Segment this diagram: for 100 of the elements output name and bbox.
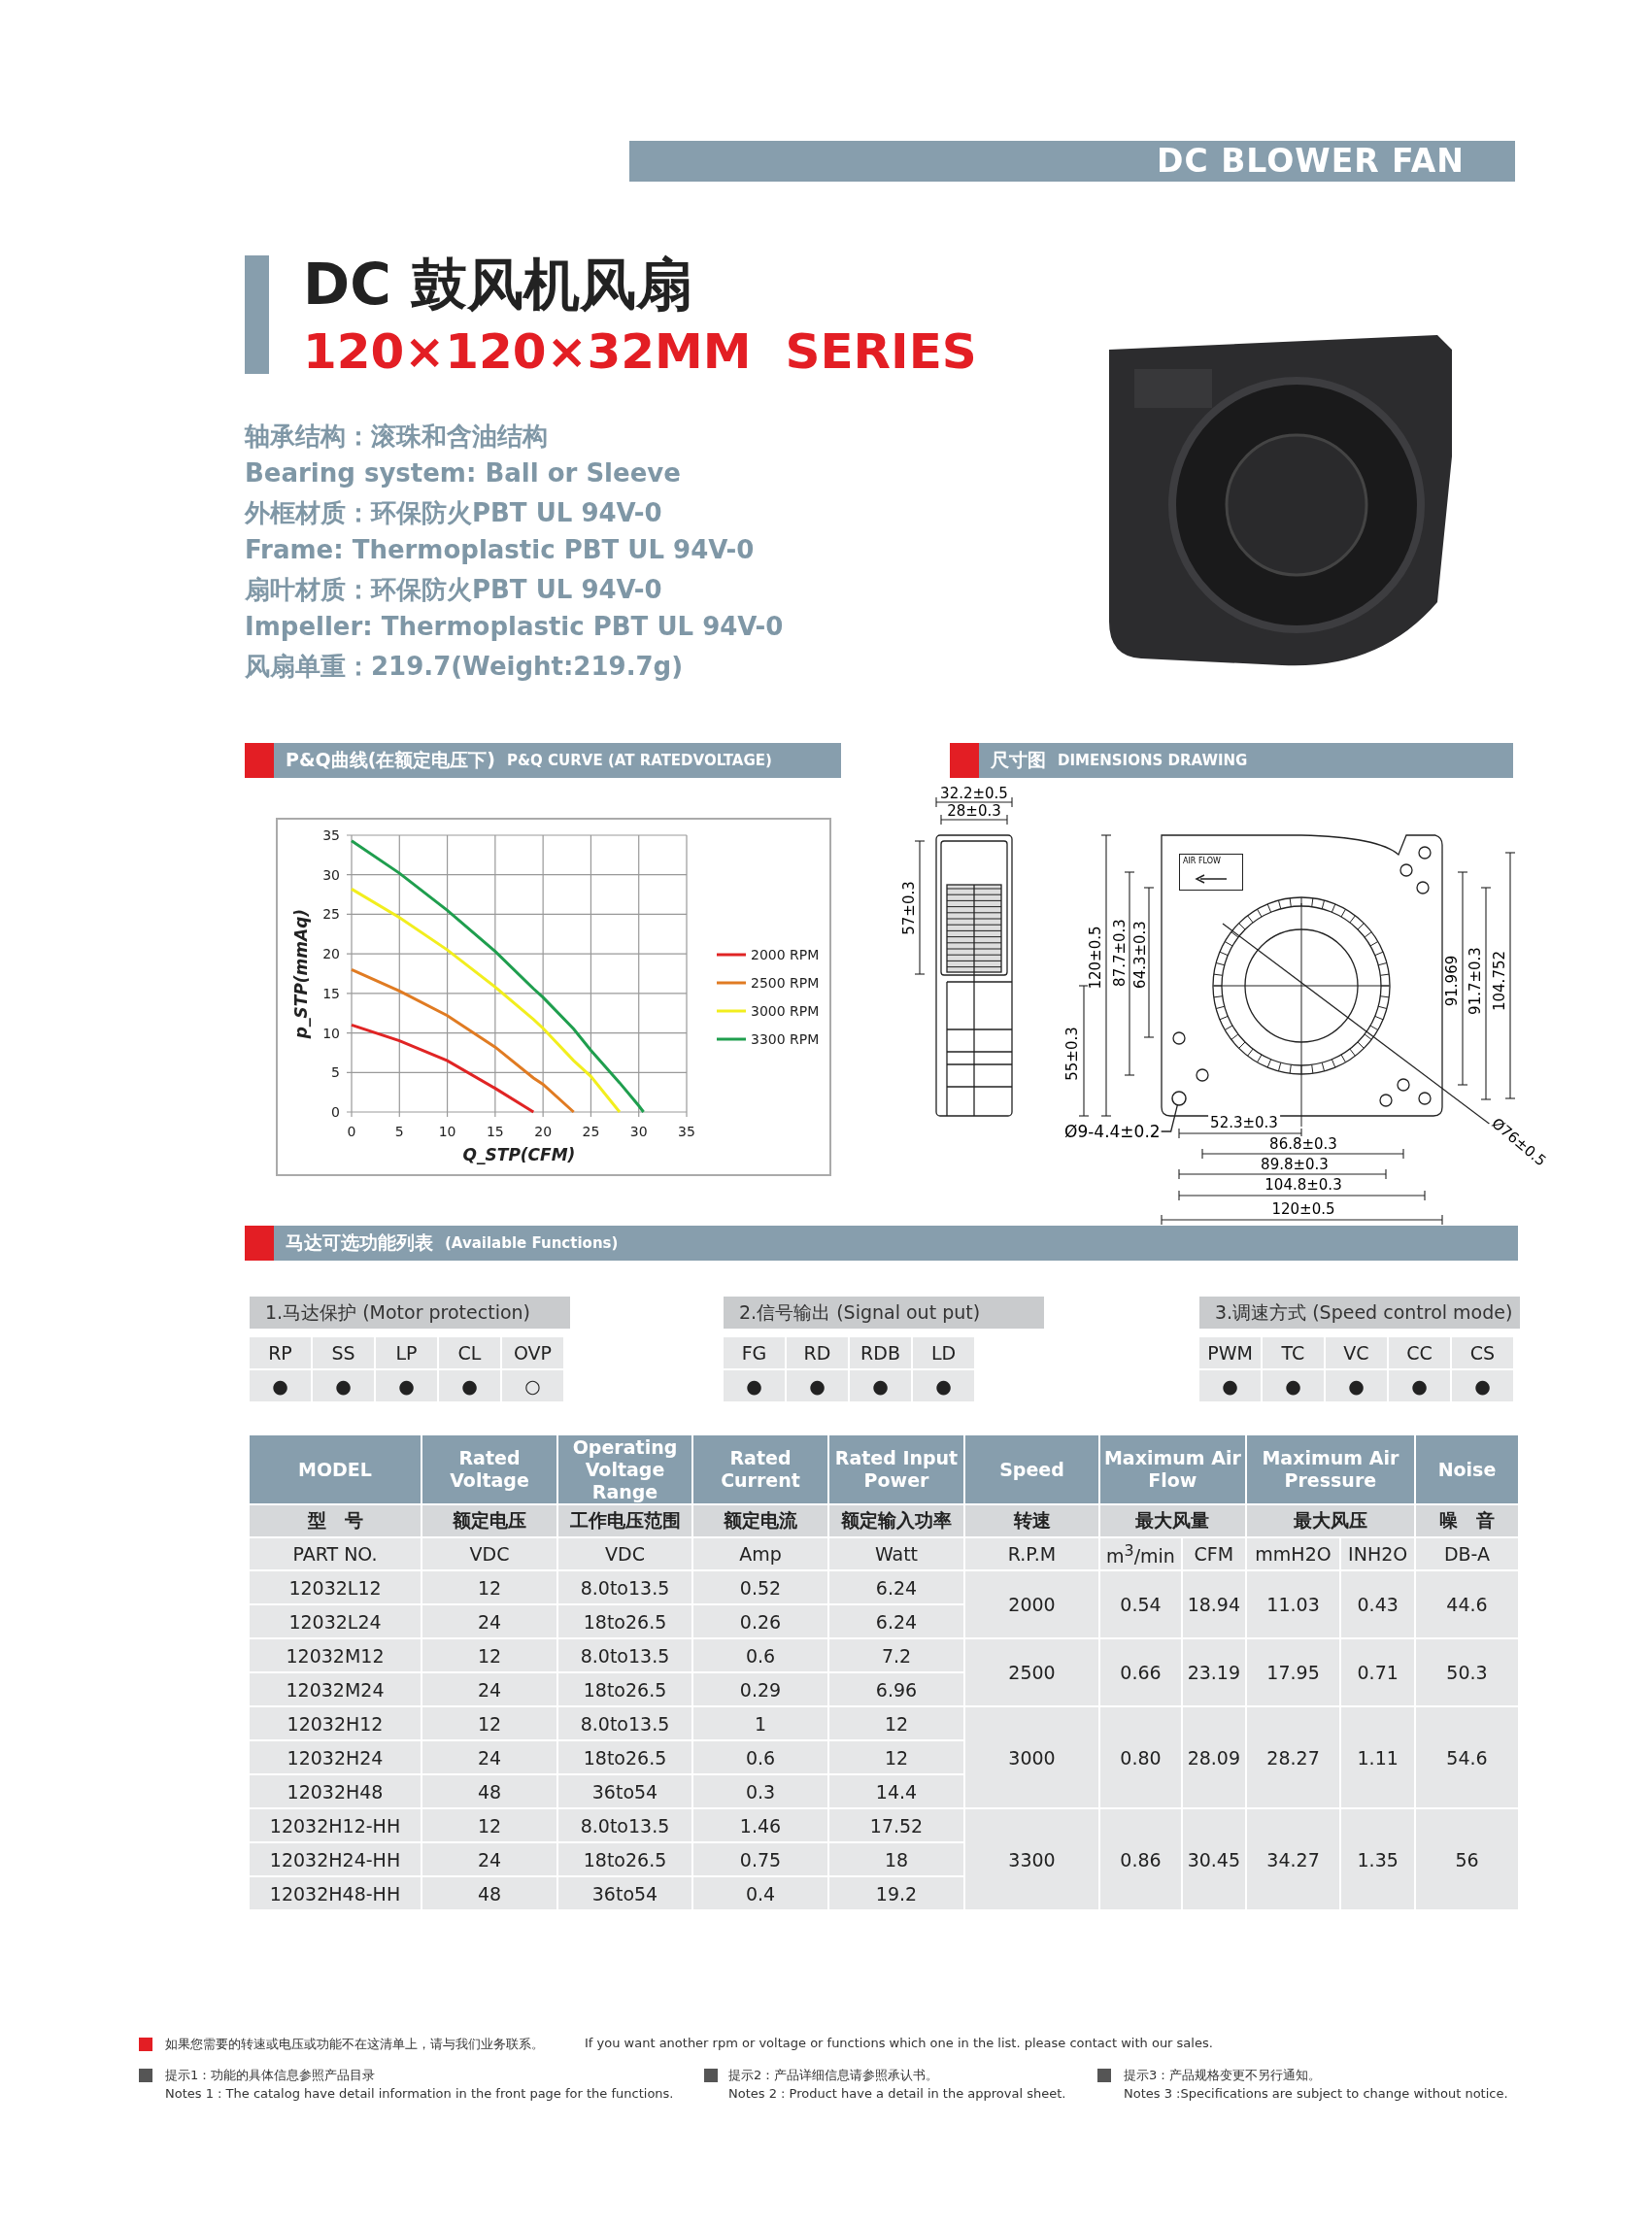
dimension-label: 55±0.3 (1064, 1025, 1080, 1083)
table-cell: ● (724, 1370, 785, 1401)
table-cell: 8.0to13.5 (558, 1571, 691, 1603)
header-cell: Maximum Air Pressure (1246, 1435, 1414, 1503)
table-cell: 12032M24 (250, 1673, 421, 1705)
legend-label: 2000 RPM (751, 947, 820, 962)
section-header-band (245, 1226, 1518, 1261)
dimension-label: 32.2±0.5 (938, 786, 1010, 801)
header-cell: Speed (965, 1435, 1098, 1503)
spec-text: Impeller: Thermoplastic PBT UL 94V-0 (245, 611, 784, 641)
axis-tick-label: 10 (438, 1124, 456, 1139)
table-cell: 18to26.5 (558, 1741, 691, 1773)
table-cell: 12032H24 (250, 1741, 421, 1773)
table-cell: Watt (829, 1538, 963, 1569)
table-cell: 24 (422, 1605, 556, 1637)
footnote-text: 提示1：功能的具体信息参照产品目录 (165, 2067, 376, 2084)
table-cell: 6.24 (829, 1605, 963, 1637)
header-cell: Maximum Air Flow (1100, 1435, 1245, 1503)
dimension-label: 86.8±0.3 (1267, 1136, 1339, 1152)
header-cell: Rated Input Power (829, 1435, 963, 1503)
table-cell: 转速 (965, 1505, 1098, 1536)
dimension-label: 57±0.3 (901, 879, 917, 937)
group-heading-band: 2.信号输出 (Signal out put) (724, 1297, 1044, 1329)
header-band: DC BLOWER FAN (629, 141, 1515, 182)
group-heading-band: 3.调速方式 (Speed control mode) (1199, 1297, 1520, 1329)
footnote-text: 如果您需要的转速或电压或功能不在这清单上，请与我们业务联系。 (165, 2036, 544, 2053)
table-cell: 23.19 (1183, 1639, 1245, 1705)
airflow-label: AIR FLOW (1183, 857, 1221, 865)
table-cell: 18 (829, 1843, 963, 1875)
table-cell: 24 (422, 1843, 556, 1875)
table-cell: ○ (502, 1370, 563, 1401)
section-header-band (950, 743, 1513, 778)
table-cell: 3300 (965, 1809, 1098, 1909)
table-cell: ● (1199, 1370, 1261, 1401)
table-cell: 18to26.5 (558, 1673, 691, 1705)
table-cell: 1.11 (1341, 1707, 1414, 1807)
axis-tick-label: 15 (486, 1124, 504, 1139)
dimension-label: 87.7±0.3 (1112, 917, 1128, 989)
axis-tick-label: 25 (322, 906, 340, 923)
table-cell: 0.80 (1100, 1707, 1181, 1807)
leader-line (1161, 1104, 1178, 1132)
table-cell: 7.2 (829, 1639, 963, 1671)
dimension-label: 104.752 (1492, 949, 1507, 1013)
table-cell: DB-A (1416, 1538, 1518, 1569)
axis-tick-label: 20 (534, 1124, 553, 1139)
table-cell: 18to26.5 (558, 1605, 691, 1637)
spec-text: 轴承结构：滚珠和含油结构 (245, 421, 548, 453)
table-cell: CS (1452, 1337, 1513, 1368)
table-cell: 12 (422, 1809, 556, 1841)
table-cell: 30.45 (1183, 1809, 1245, 1909)
table-cell: RD (787, 1337, 848, 1368)
table-cell: 34.27 (1246, 1809, 1340, 1909)
table-cell: 12032L12 (250, 1571, 421, 1603)
dimension-label: 28±0.3 (945, 803, 1003, 819)
axis-title: Q_STP(CFM) (462, 1145, 576, 1164)
table-cell: R.P.M (965, 1538, 1098, 1569)
table-cell: 11.03 (1246, 1571, 1340, 1637)
table-cell: 0.43 (1341, 1571, 1414, 1637)
footnote-text: Notes 1 : The catalog have detail information in the front page for the functions. (165, 2086, 674, 2101)
table-cell: 2000 (965, 1571, 1098, 1637)
table-cell: 0.3 (693, 1775, 827, 1807)
table-cell: ● (787, 1370, 848, 1401)
table-cell: 0.75 (693, 1843, 827, 1875)
table-cell: 0.29 (693, 1673, 827, 1705)
table-cell: 12032M12 (250, 1639, 421, 1671)
table-cell: ● (376, 1370, 437, 1401)
table-cell: 0.6 (693, 1639, 827, 1671)
table-cell: 12032H12-HH (250, 1809, 421, 1841)
table-cell: ● (250, 1370, 311, 1401)
table-cell: 12 (422, 1571, 556, 1603)
table-cell: INH2O (1341, 1538, 1414, 1569)
table-cell: 额定输入功率 (829, 1505, 963, 1536)
axis-tick-label: 25 (582, 1124, 600, 1139)
table-cell: ● (850, 1370, 911, 1401)
table-cell: FG (724, 1337, 785, 1368)
table-cell: 噪 音 (1416, 1505, 1518, 1536)
table-cell: CL (439, 1337, 500, 1368)
table-cell: 2500 (965, 1639, 1098, 1705)
section-header-band (245, 743, 841, 778)
table-cell: ● (1389, 1370, 1450, 1401)
axis-title: p_STP(mmAq) (291, 908, 311, 1039)
table-cell: 28.09 (1183, 1707, 1245, 1807)
table-cell: 6.24 (829, 1571, 963, 1603)
table-cell: ● (1263, 1370, 1324, 1401)
header-cell: Rated Voltage (422, 1435, 556, 1503)
table-cell: LD (913, 1337, 974, 1368)
table-cell: SS (313, 1337, 374, 1368)
table-cell: ● (1452, 1370, 1513, 1401)
table-cell: 12 (829, 1707, 963, 1739)
table-cell: TC (1263, 1337, 1324, 1368)
table-cell: 1 (693, 1707, 827, 1739)
table-cell: 6.96 (829, 1673, 963, 1705)
spec-text: 外框材质：环保防火PBT UL 94V-0 (245, 497, 662, 529)
table-cell: 12 (422, 1707, 556, 1739)
spec-text: Bearing system: Ball or Sleeve (245, 457, 681, 488)
table-cell: VDC (422, 1538, 556, 1569)
table-cell: Amp (693, 1538, 827, 1569)
series-heading: 120×120×32MM SERIES (303, 323, 977, 380)
table-cell: 1.35 (1341, 1809, 1414, 1909)
table-cell: 44.6 (1416, 1571, 1518, 1637)
